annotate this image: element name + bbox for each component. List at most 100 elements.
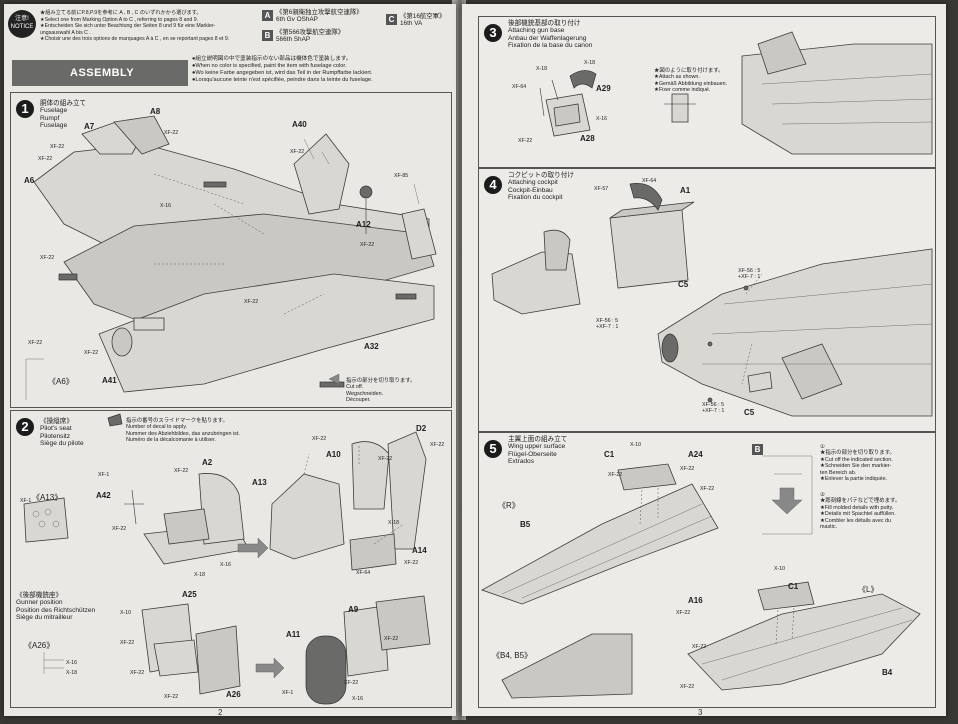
- part-label-a12: A12: [356, 220, 371, 229]
- paint-callout: XF-22: [112, 526, 127, 532]
- paint-callout: XF-22: [680, 466, 695, 472]
- paint-callout: XF-1: [20, 498, 32, 504]
- option-a-text: 《第6親衛独立攻撃航空連隊》6th Gv OShAP: [276, 9, 363, 24]
- paint-mix-callout: XF-56 : 5+XF-7 : 1: [738, 268, 761, 281]
- paint-callout: XF-22: [378, 456, 393, 462]
- part-label-a29: A29: [596, 84, 611, 93]
- paint-callout: XF-1: [98, 472, 110, 478]
- paint-callout: XF-57: [594, 186, 609, 192]
- part-label-b5: B5: [520, 520, 531, 529]
- part-label-c1-lower: C1: [788, 582, 799, 591]
- paint-callout: X-18: [194, 572, 205, 578]
- paint-callout: XF-22: [384, 636, 399, 642]
- option-b-letter: B: [262, 30, 273, 41]
- paint-callout: XF-64: [356, 570, 371, 576]
- paint-callout: X-16: [220, 562, 231, 568]
- notice-text: ★組み立てる前にP.8,P.9を参考に A , B , C のいずれかから選びま…: [40, 10, 230, 43]
- wing-diagram: [481, 455, 921, 699]
- part-label-a26: A26: [226, 690, 241, 699]
- instruction-page-left: 注意! NOTICE ★組み立てる前にP.8,P.9を参考に A , B , C…: [4, 4, 456, 717]
- cutoff-note: 指示の部分を切り取ります。Cut off. Wegschneiden.Décou…: [346, 378, 416, 404]
- part-label-a16: A16: [688, 596, 703, 605]
- paint-callout: X-18: [584, 60, 595, 66]
- paint-callout: XF-22: [680, 684, 695, 690]
- step-2b-title: 《後部機銃座》Gunner position Position des Rich…: [16, 592, 96, 622]
- paint-callout: XF-22: [174, 468, 189, 474]
- paint-callout: XF-22: [312, 436, 327, 442]
- part-label-b4-b5-view: 《B4, B5》: [492, 651, 533, 660]
- paint-mix-callout: XF-56 : 5+XF-7 : 1: [596, 318, 619, 331]
- part-label-a13: A13: [252, 478, 267, 487]
- wing-side-right: 《R》: [498, 501, 520, 510]
- part-label-c5-upper: C5: [678, 280, 689, 289]
- paint-callout: XF-22: [608, 472, 623, 478]
- decal-note: 指示の番号のスライドマークを貼ります。Number of decal to ap…: [126, 418, 240, 444]
- paint-callout: XF-22: [244, 299, 259, 305]
- fuselage-diagram: [25, 115, 437, 400]
- option-a-letter: A: [262, 10, 273, 21]
- paint-callout: X-10: [120, 610, 131, 616]
- paint-callout: XF-22: [404, 560, 419, 566]
- part-label-a6-view: 《A6》: [48, 377, 74, 386]
- paint-callout: XF-1: [282, 690, 294, 696]
- inset-b-note-2: ② ★彫刻線をパテなどで埋めます。★Fill molded details wi…: [820, 492, 901, 531]
- paint-callout: XF-22: [700, 486, 715, 492]
- paint-callout: XF-22: [360, 242, 375, 248]
- part-label-a40: A40: [292, 120, 307, 129]
- part-label-a28: A28: [580, 134, 595, 143]
- part-label-a25: A25: [182, 590, 197, 599]
- option-c-text: 《第16航空軍》16th VA: [400, 13, 446, 28]
- wing-side-left: 《L》: [858, 585, 879, 594]
- paint-notes: ●組立説明図の中で塗装指示のない部品は機体色で塗装します。●When no co…: [192, 56, 373, 83]
- paint-callout: X-16: [352, 696, 363, 702]
- part-label-a6: A6: [24, 176, 35, 185]
- paint-callout: XF-22: [676, 610, 691, 616]
- paint-callout: XF-22: [38, 156, 53, 162]
- paint-callout: X-16: [160, 203, 171, 209]
- cockpit-diagram: [23, 413, 431, 705]
- inset-b-letter: B: [752, 444, 763, 455]
- part-label-a24: A24: [688, 450, 703, 459]
- part-label-c1-upper: C1: [604, 450, 615, 459]
- paint-callout: X-16: [66, 660, 77, 666]
- paint-callout: XF-22: [692, 644, 707, 650]
- gun-base-diagram: [539, 31, 933, 155]
- paint-callout: XF-22: [430, 442, 445, 448]
- part-label-a1: A1: [680, 186, 691, 195]
- paint-callout: X-18: [536, 66, 547, 72]
- part-label-a41: A41: [102, 376, 117, 385]
- part-label-a13-view: 《A13》: [32, 493, 63, 502]
- step-2-number: 2: [16, 418, 34, 436]
- step-5-number: 5: [484, 440, 502, 458]
- paint-callout: XF-22: [40, 255, 55, 261]
- attach-note: ★図のように取り付けます。★Attach as shown. ★Gemäß Ab…: [654, 68, 728, 94]
- paint-callout: XF-22: [518, 138, 533, 144]
- part-label-a9: A9: [348, 605, 359, 614]
- paint-callout: XF-22: [164, 130, 179, 136]
- option-c-letter: C: [386, 14, 397, 25]
- part-label-a8: A8: [150, 107, 161, 116]
- paint-callout: X-10: [630, 442, 641, 448]
- paint-callout: X-18: [388, 520, 399, 526]
- paint-callout: XF-22: [164, 694, 179, 700]
- paint-callout: XF-22: [130, 670, 145, 676]
- paint-callout: X-10: [774, 566, 785, 572]
- inset-b-note-1: ① ★指示の部分を切り取ります。★Cut off the indicated s…: [820, 444, 895, 483]
- step-4-number: 4: [484, 176, 502, 194]
- part-label-a2: A2: [202, 458, 213, 467]
- part-label-b4: B4: [882, 668, 893, 677]
- part-label-a14: A14: [412, 546, 427, 555]
- paint-callout: XF-22: [84, 350, 99, 356]
- part-label-c5-lower: C5: [744, 408, 755, 417]
- paint-callout: XF-64: [642, 178, 657, 184]
- paint-callout: XF-22: [120, 640, 135, 646]
- step-3-number: 3: [484, 24, 502, 42]
- part-label-a7: A7: [84, 122, 95, 131]
- paint-callout: XF-22: [290, 149, 305, 155]
- cockpit-install-diagram: [491, 183, 933, 417]
- part-label-a32: A32: [364, 342, 379, 351]
